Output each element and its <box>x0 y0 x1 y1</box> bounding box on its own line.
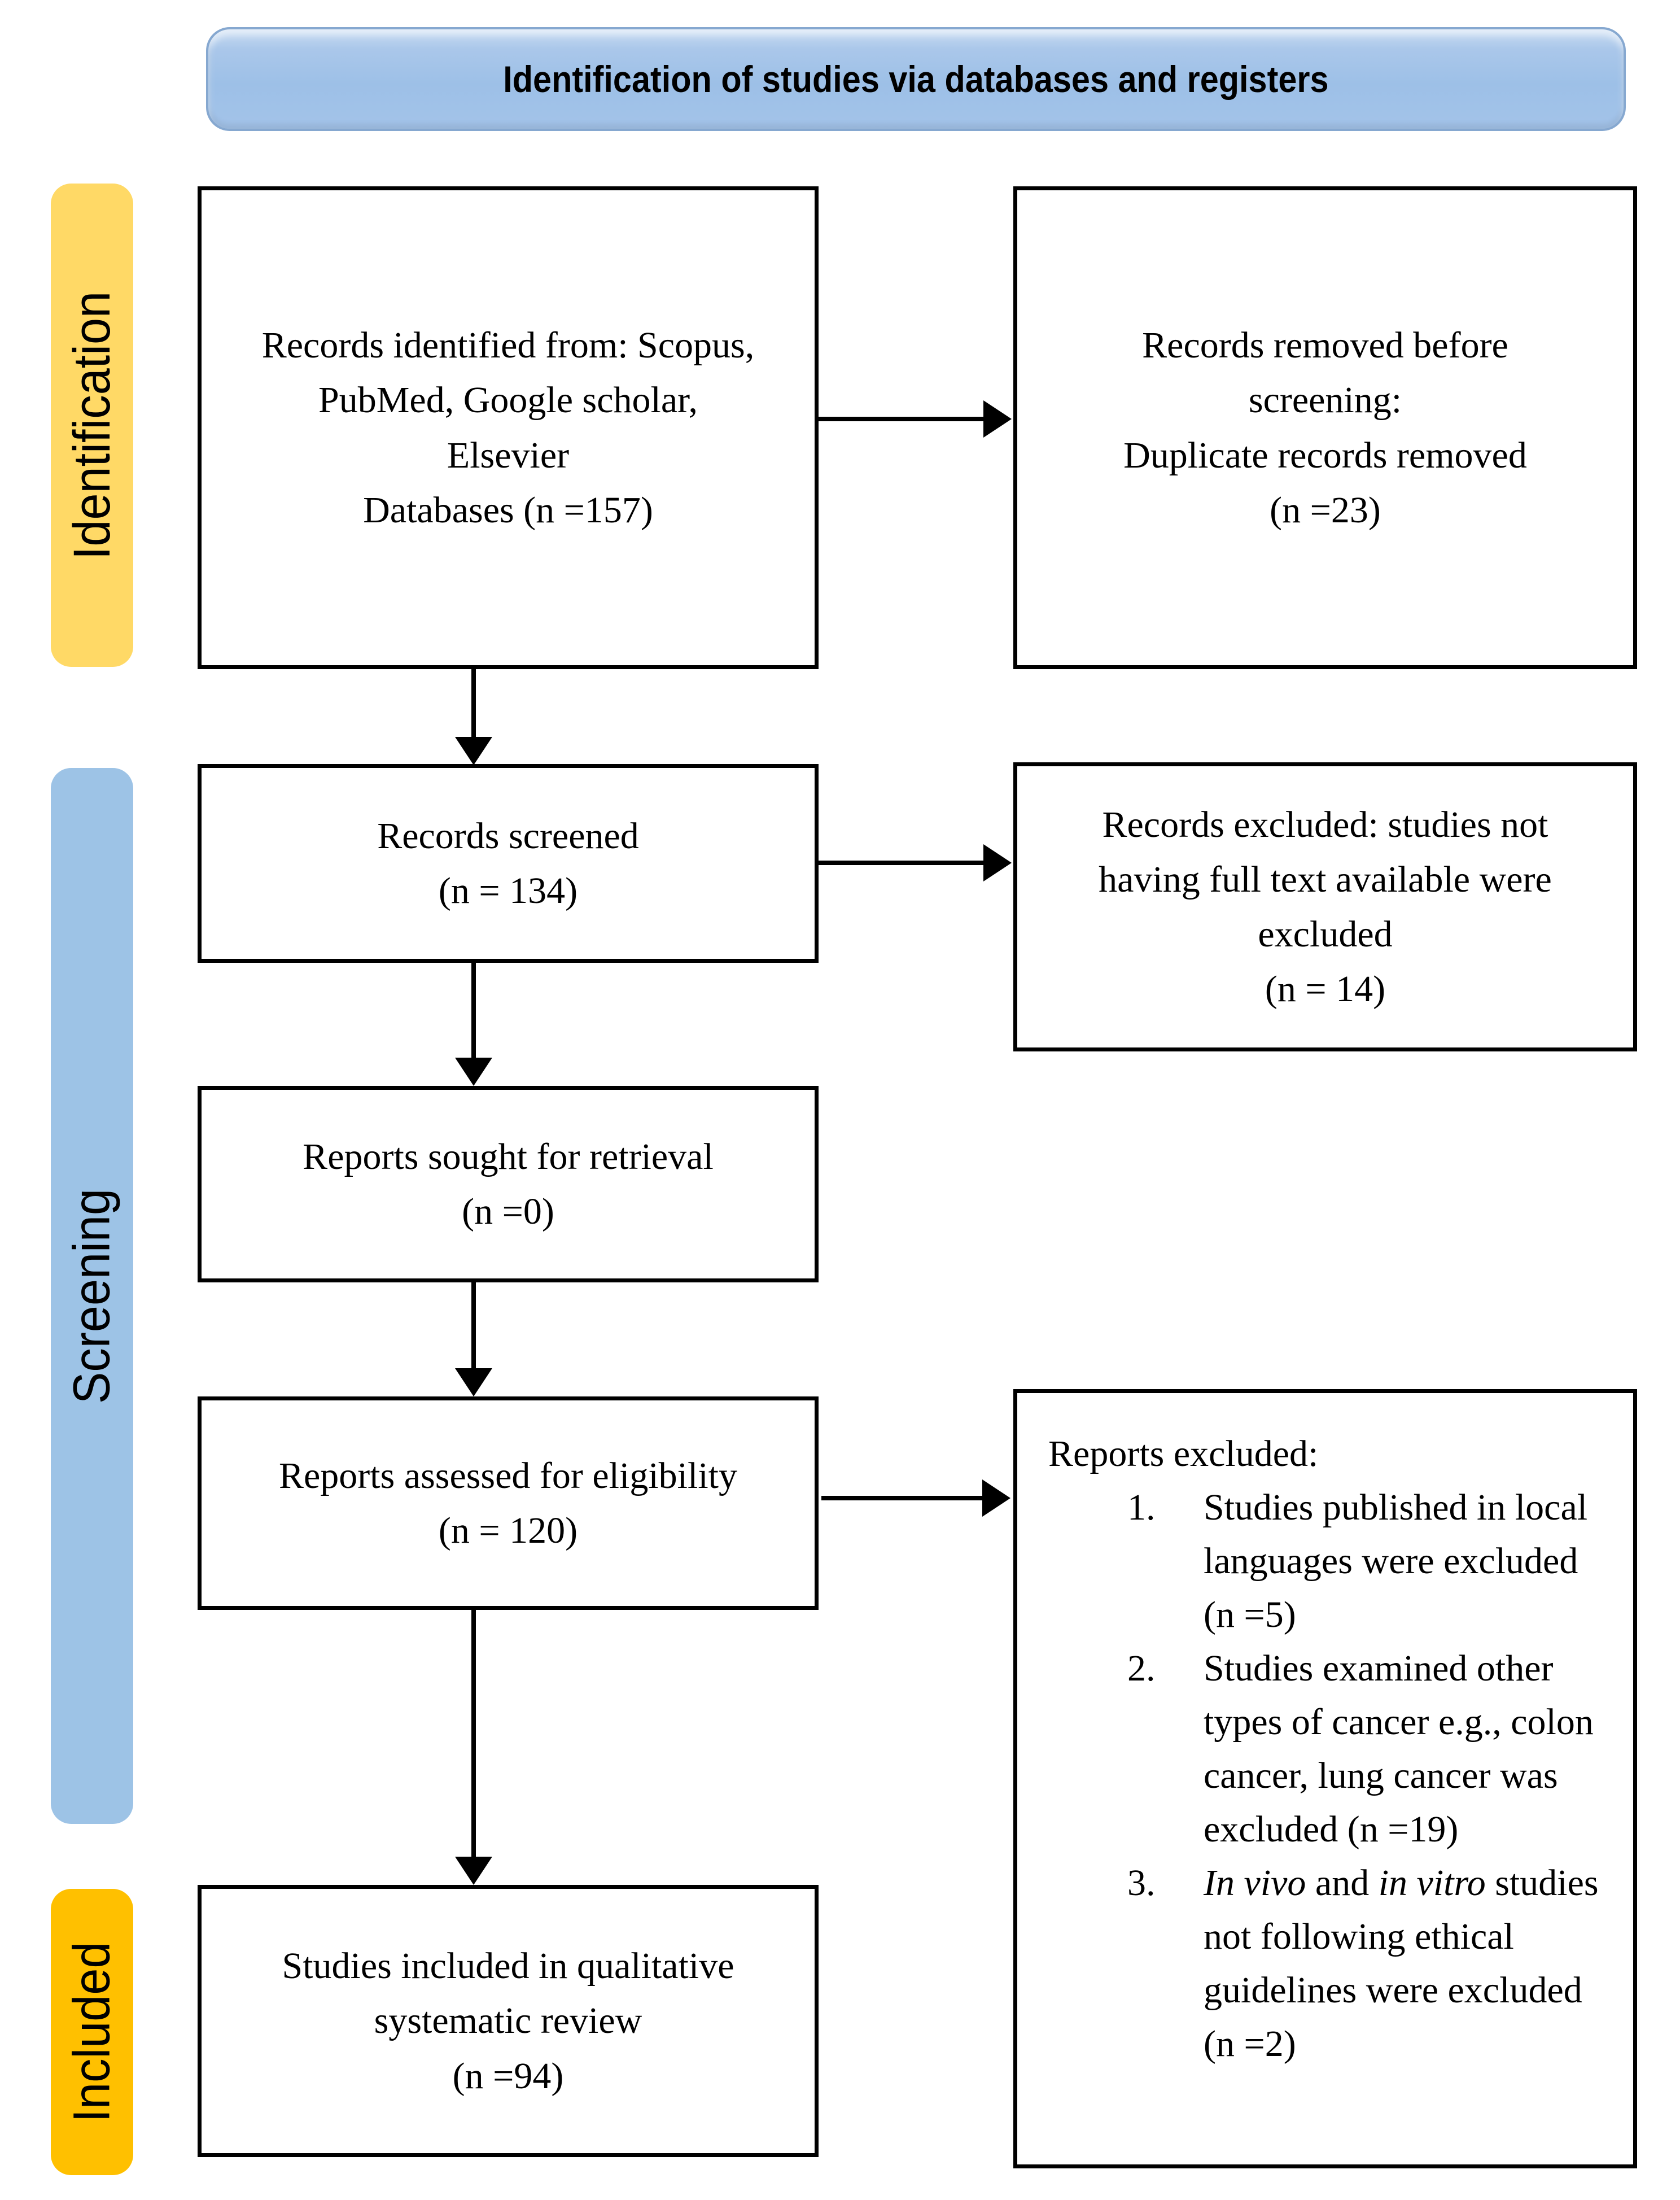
box-text-line: (n =0) <box>462 1191 554 1232</box>
box-text-line: (n = 134) <box>438 870 578 911</box>
arrow-line <box>819 417 987 421</box>
box-text-line: having full text available were <box>1099 858 1552 900</box>
arrow-head-down-icon <box>455 737 492 765</box>
box-text-line: Records screened <box>377 815 639 857</box>
reports-excluded-item-3: 3. In vivo and in vitro studies not foll… <box>1048 1856 1599 2071</box>
text-segment-italic: in vitro <box>1378 1862 1486 1904</box>
arrow-head-right-icon <box>982 1479 1010 1517</box>
box-text-line: Elsevier <box>447 434 570 476</box>
stage-label-identification: Identification <box>63 291 121 560</box>
box-reports-sought: Reports sought for retrieval (n =0) <box>198 1086 819 1282</box>
text-segment: Studies examined other types of cancer e… <box>1204 1648 1594 1850</box>
list-marker: 1. <box>1127 1487 1156 1529</box>
arrow-head-right-icon <box>983 400 1012 438</box>
box-text-line: PubMed, Google scholar, <box>318 379 698 421</box>
box-text-line: Records identified from: Scopus, <box>261 325 755 366</box>
box-text-line: (n = 14) <box>1265 968 1386 1010</box>
box-text-line: systematic review <box>374 2000 642 2042</box>
box-text-line: Studies included in qualitative <box>282 1945 734 1987</box>
list-item-text: In vivo and in vitro studies not followi… <box>1204 1856 1599 2071</box>
reports-excluded-title: Reports excluded: <box>1048 1433 1319 1474</box>
box-text-line: excluded <box>1258 914 1393 955</box>
arrow-line <box>821 1496 985 1500</box>
box-text-line: screening: <box>1248 379 1402 421</box>
reports-excluded-item-1: 1. Studies published in local languages … <box>1048 1481 1599 1642</box>
box-text-line: Reports sought for retrieval <box>303 1136 714 1177</box>
box-reports-assessed: Reports assessed for eligibility (n = 12… <box>198 1396 819 1610</box>
box-text-line: Reports assessed for eligibility <box>278 1455 738 1496</box>
arrow-head-down-icon <box>455 1368 492 1396</box>
arrow-head-down-icon <box>455 1058 492 1086</box>
box-text-line: Records excluded: studies not <box>1102 804 1548 845</box>
box-text-line: (n =94) <box>452 2055 564 2097</box>
list-marker: 3. <box>1127 1862 1156 1904</box>
arrow-line <box>471 962 476 1060</box>
box-records-removed: Records removed before screening: Duplic… <box>1013 186 1637 669</box>
text-segment: studies not following ethical guidelines… <box>1204 1862 1599 2065</box>
box-reports-excluded: Reports excluded: 1. Studies published i… <box>1013 1389 1637 2168</box>
box-records-identified: Records identified from: Scopus, PubMed,… <box>198 186 819 669</box>
arrow-head-down-icon <box>455 1857 492 1885</box>
reports-excluded-item-2: 2. Studies examined other types of cance… <box>1048 1642 1599 1856</box>
box-records-excluded: Records excluded: studies not having ful… <box>1013 762 1637 1051</box>
stage-label-included: Included <box>63 1941 121 2123</box>
arrow-line <box>471 669 476 740</box>
list-item-text: Studies examined other types of cancer e… <box>1204 1642 1599 1856</box>
arrow-line <box>471 1281 476 1370</box>
header-title: Identification of studies via databases … <box>503 58 1329 100</box>
list-marker: 2. <box>1127 1648 1156 1690</box>
arrow-line <box>817 861 987 865</box>
stage-bar-included: Included <box>51 1889 133 2175</box>
text-segment: Studies published in local languages wer… <box>1204 1487 1588 1636</box>
stage-label-screening: Screening <box>63 1188 121 1404</box>
box-records-screened: Records screened (n = 134) <box>198 764 819 963</box>
arrow-line <box>471 1609 476 1858</box>
header-banner: Identification of studies via databases … <box>206 27 1626 131</box>
list-item-text: Studies published in local languages wer… <box>1204 1481 1599 1642</box>
stage-bar-identification: Identification <box>51 184 133 667</box>
arrow-head-right-icon <box>983 844 1012 881</box>
box-text-line: Duplicate records removed <box>1123 434 1527 476</box>
box-studies-included: Studies included in qualitative systemat… <box>198 1885 819 2157</box>
text-segment-italic: In vivo <box>1204 1862 1306 1904</box>
stage-bar-screening: Screening <box>51 768 133 1824</box>
box-text-line: (n =23) <box>1270 489 1381 531</box>
box-text-line: (n = 120) <box>438 1510 578 1551</box>
box-text-line: Records removed before <box>1142 325 1508 366</box>
text-segment: and <box>1306 1862 1379 1904</box>
box-text-line: Databases (n =157) <box>363 489 653 531</box>
